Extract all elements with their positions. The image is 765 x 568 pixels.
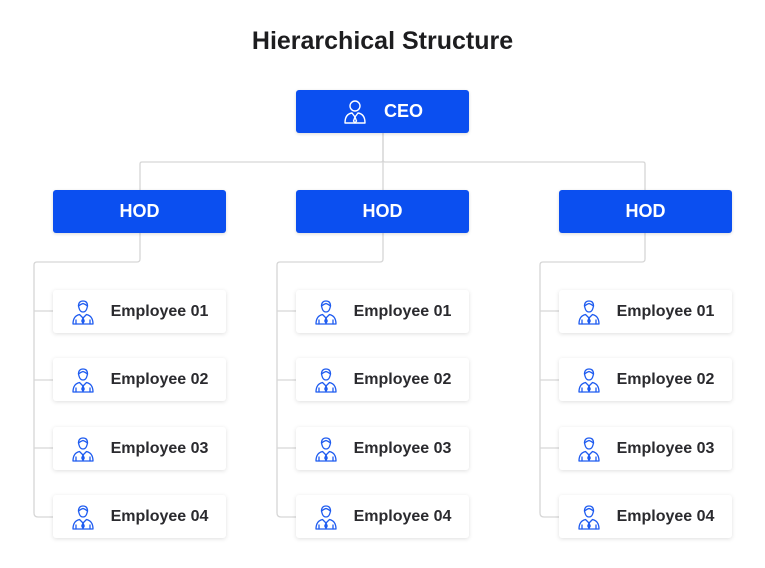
employee-icon [314,504,338,530]
connector-ceo-hod-1 [139,133,384,190]
employee-card: Employee 04 [559,495,732,538]
employee-card: Employee 03 [559,427,732,470]
hod-label: HOD [119,201,160,221]
connector-hod-2-employees [276,233,384,518]
employee-icon [577,436,601,462]
connector-hod-1-employees [33,233,141,518]
employee-card: Employee 02 [559,358,732,401]
employee-icon [577,299,601,325]
employee-label: Employee 04 [110,507,209,525]
connector-hod-1-ticks [34,310,53,449]
connector-ceo-hod-3 [382,159,646,190]
ceo-label: CEO [383,101,423,121]
employee-label: Employee 01 [616,302,715,320]
employee-icon [314,299,338,325]
ceo-box: CEO [296,90,469,133]
employee-label: Employee 04 [353,507,452,525]
employee-label: Employee 01 [353,302,452,320]
employee-card: Employee 02 [53,358,226,401]
employee-label: Employee 04 [616,507,715,525]
hod-box-1: HOD [53,190,226,233]
employee-icon [577,504,601,530]
employee-card: Employee 04 [53,495,226,538]
connector-hod-3-ticks [540,310,559,449]
employee-icon [314,436,338,462]
employee-icon [577,367,601,393]
hod-label: HOD [362,201,403,221]
employee-icon [71,367,95,393]
employee-label: Employee 02 [353,370,452,388]
employee-card: Employee 01 [296,290,469,333]
connector-hod-2-ticks [277,310,296,449]
employee-icon [71,299,95,325]
employee-icon [71,504,95,530]
employee-card: Employee 03 [53,427,226,470]
employee-card: Employee 04 [296,495,469,538]
hod-box-3: HOD [559,190,732,233]
ceo-icon [342,99,368,125]
employee-icon [314,367,338,393]
employee-card: Employee 03 [296,427,469,470]
page-title: Hierarchical Structure [251,27,514,55]
employee-label: Employee 03 [110,439,209,457]
connector-hod-3-employees [539,233,646,518]
employee-label: Employee 03 [353,439,452,457]
employee-label: Employee 02 [110,370,209,388]
employee-label: Employee 01 [110,302,209,320]
employee-card: Employee 01 [53,290,226,333]
hod-box-2: HOD [296,190,469,233]
employee-card: Employee 01 [559,290,732,333]
hod-label: HOD [625,201,666,221]
employee-card: Employee 02 [296,358,469,401]
employee-label: Employee 02 [616,370,715,388]
employee-icon [71,436,95,462]
employee-label: Employee 03 [616,439,715,457]
